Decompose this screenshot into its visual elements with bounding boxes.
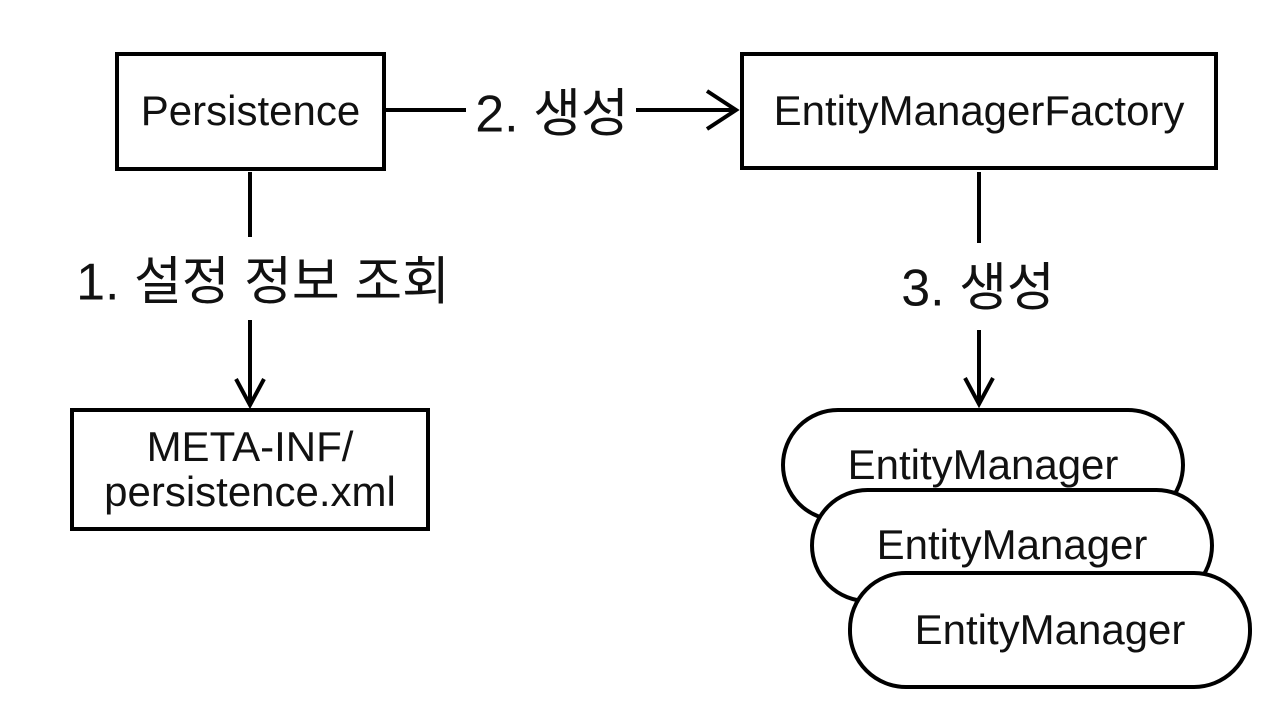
step1-label: 1. 설정 정보 조회: [76, 253, 450, 312]
step2-arrow: [385, 89, 740, 131]
entity-manager-box-3: EntityManager: [848, 571, 1252, 689]
entity-manager-label: EntityManager: [876, 521, 1148, 569]
step3-arrow: [963, 172, 995, 409]
arrowhead-down-icon: [234, 378, 266, 410]
meta-inf-label-line1: META-INF/: [146, 423, 354, 471]
step3-label: 3. 생성: [901, 259, 1055, 318]
arrowhead-down-icon: [963, 377, 995, 409]
entity-manager-factory-label: EntityManagerFactory: [773, 86, 1185, 134]
step1-arrow: [234, 172, 266, 410]
meta-inf-box: META-INF/ persistence.xml: [70, 408, 430, 531]
persistence-label: Persistence: [140, 87, 361, 135]
meta-inf-label-line2: persistence.xml: [104, 467, 396, 515]
entity-manager-label: EntityManager: [847, 440, 1119, 488]
step2-label: 2. 생성: [475, 85, 629, 144]
entity-manager-factory-box: EntityManagerFactory: [740, 52, 1218, 170]
entity-manager-label: EntityManager: [914, 605, 1186, 653]
persistence-box: Persistence: [115, 52, 386, 171]
arrowhead-right-icon: [705, 89, 740, 131]
